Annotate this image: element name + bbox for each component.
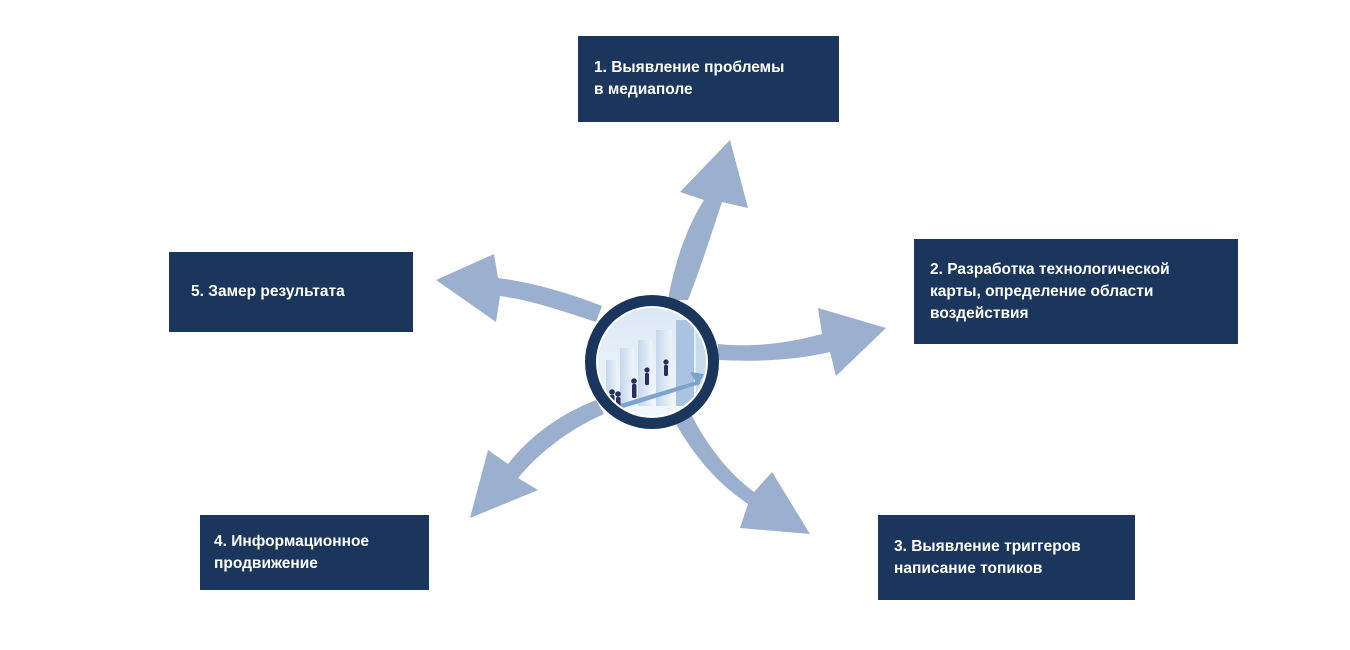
step-3-text: 3. Выявление триггеров написание топиков bbox=[894, 536, 1081, 580]
arrow-to-step-2 bbox=[718, 308, 886, 376]
step-5-text: 5. Замер результата bbox=[191, 281, 345, 303]
arrow-to-step-4 bbox=[470, 400, 604, 518]
step-1-line-2: в медиаполе bbox=[594, 81, 693, 98]
step-1-line-1: 1. Выявление проблемы bbox=[594, 59, 785, 76]
step-2-line-1: 2. Разработка технологической bbox=[930, 260, 1170, 278]
step-4-text: 4. Информационное продвижение bbox=[214, 531, 369, 575]
step-2-line-3: воздействия bbox=[930, 304, 1029, 322]
step-4-box: 4. Информационное продвижение bbox=[200, 515, 429, 590]
step-2-line-2: карты, определение области bbox=[930, 282, 1154, 300]
arrow-to-step-1 bbox=[668, 140, 748, 300]
arrow-to-step-3 bbox=[676, 412, 810, 534]
step-3-line-1: 3. Выявление триггеров bbox=[894, 537, 1081, 555]
step-3-box: 3. Выявление триггеров написание топиков bbox=[878, 515, 1135, 600]
step-3-line-2: написание топиков bbox=[894, 559, 1043, 577]
business-people-walking-up-bar-chart-icon bbox=[598, 308, 706, 416]
step-1-text: 1. Выявление проблемы в медиаполе bbox=[594, 57, 784, 101]
arrow-to-step-5 bbox=[436, 254, 602, 322]
step-2-box: 2. Разработка технологической карты, опр… bbox=[914, 239, 1238, 344]
step-2-text: 2. Разработка технологической карты, опр… bbox=[930, 259, 1170, 325]
step-1-box: 1. Выявление проблемы в медиаполе bbox=[578, 36, 839, 122]
step-5-line-1: 5. Замер результата bbox=[191, 283, 345, 300]
step-4-line-1: 4. Информационное bbox=[214, 532, 370, 550]
step-5-box: 5. Замер результата bbox=[169, 252, 413, 332]
step-4-line-2: продвижение bbox=[214, 554, 318, 572]
